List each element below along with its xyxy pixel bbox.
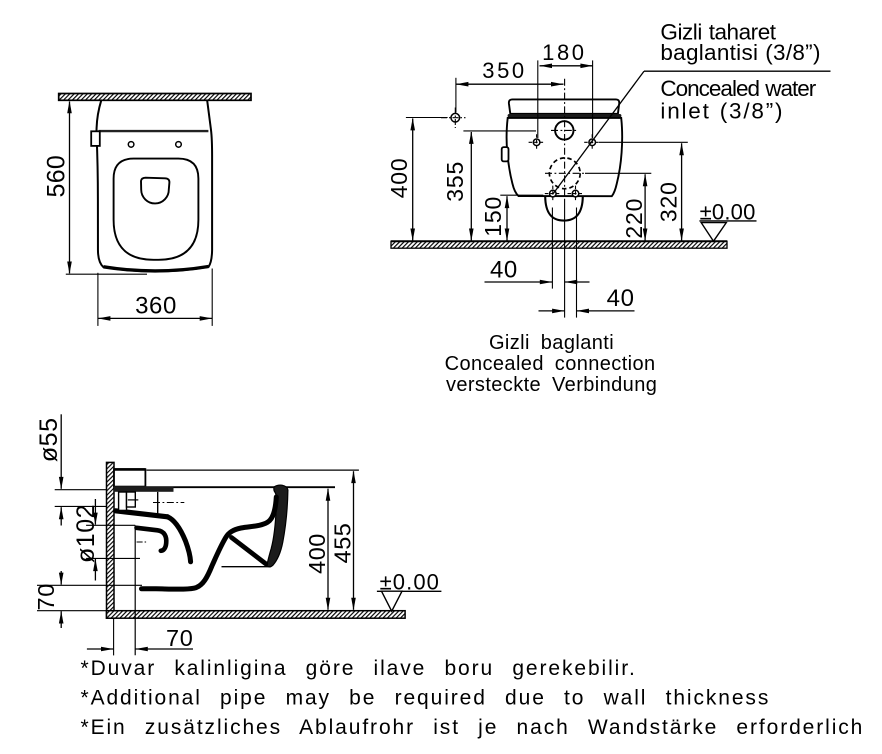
- svg-text:*Ein zusätzliches Ablaufrohr: *Ein zusätzliches Ablaufrohr ist je nach…: [81, 716, 865, 739]
- svg-text:360: 360: [135, 292, 177, 319]
- svg-text:inlet (3/8”): inlet (3/8”): [660, 99, 784, 124]
- svg-text:220: 220: [621, 198, 647, 239]
- svg-text:400: 400: [386, 158, 412, 199]
- svg-text:Gizli taharet: Gizli taharet: [660, 20, 776, 45]
- svg-text:baglantisi (3/8”): baglantisi (3/8”): [660, 40, 820, 65]
- svg-text:455: 455: [330, 523, 356, 564]
- svg-text:ø55: ø55: [35, 418, 63, 463]
- svg-text:180: 180: [542, 40, 587, 65]
- svg-text:versteckte Verbindung: versteckte Verbindung: [446, 374, 657, 396]
- svg-text:Concealed water: Concealed water: [660, 76, 816, 101]
- svg-text:350: 350: [482, 58, 527, 83]
- svg-text:*Additional pipe may be re: *Additional pipe may be required due to …: [81, 687, 771, 710]
- svg-text:400: 400: [304, 533, 330, 574]
- svg-text:±0.00: ±0.00: [380, 569, 440, 594]
- svg-text:*Duvar kalinligina göre ila: *Duvar kalinligina göre ilave boru gerek…: [81, 657, 637, 680]
- svg-text:70: 70: [166, 625, 194, 651]
- svg-text:ø102: ø102: [72, 504, 100, 563]
- svg-text:Gizli baglanti: Gizli baglanti: [489, 332, 614, 354]
- svg-text:320: 320: [656, 181, 682, 222]
- svg-text:40: 40: [607, 285, 635, 312]
- svg-text:355: 355: [442, 161, 468, 202]
- svg-text:560: 560: [43, 155, 71, 198]
- svg-text:70: 70: [33, 583, 59, 611]
- svg-text:40: 40: [490, 256, 518, 283]
- svg-text:150: 150: [480, 196, 506, 237]
- svg-text:Concealed connection: Concealed connection: [445, 353, 656, 375]
